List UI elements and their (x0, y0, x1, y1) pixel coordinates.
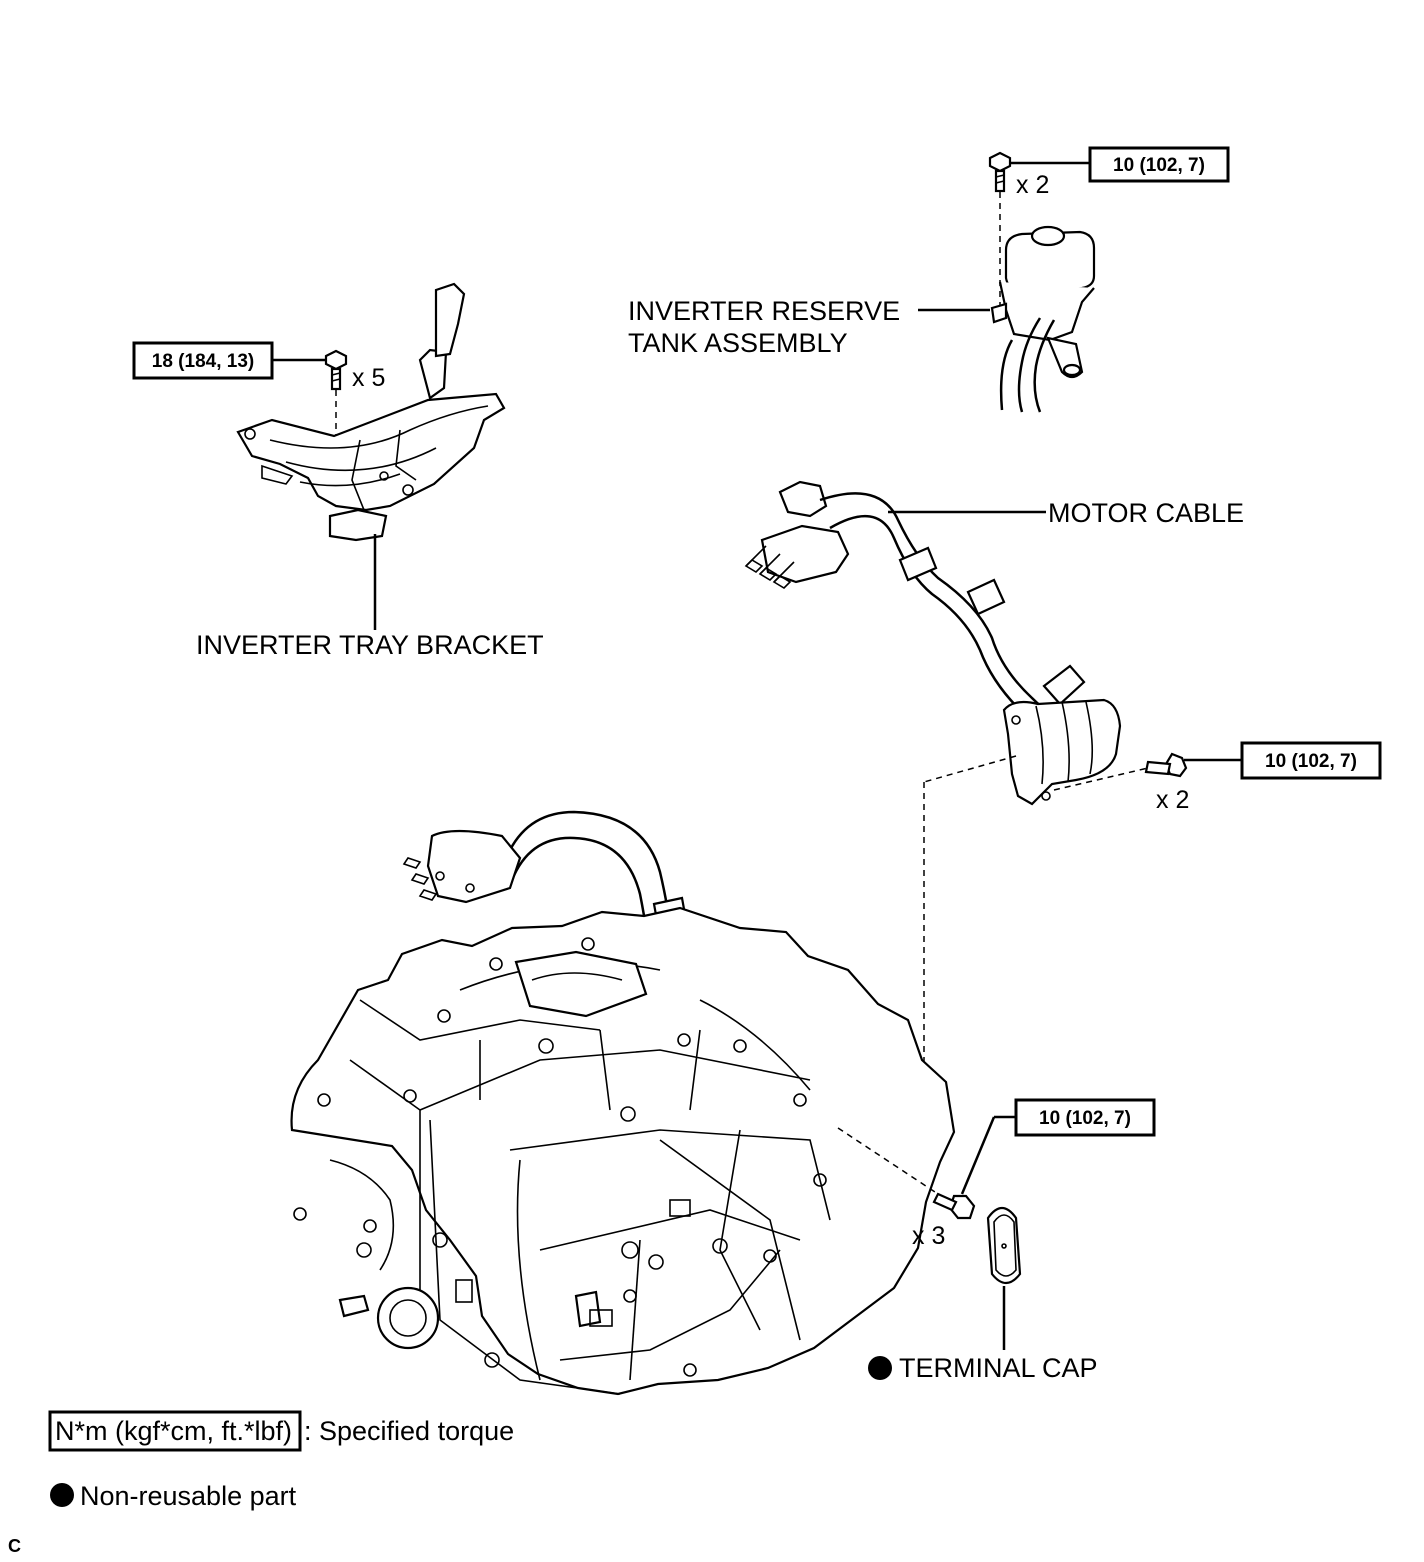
tray-bracket-drawing (236, 282, 506, 542)
motor-cable-drawing (744, 480, 1122, 806)
torque-value-motor-cable: 10 (102, 7) (1265, 751, 1357, 772)
qty-tray-bracket: x 5 (352, 364, 385, 392)
transaxle-drawing (290, 810, 956, 1396)
corner-mark: C (8, 1536, 21, 1556)
torque-value-transaxle: 10 (102, 7) (1039, 1108, 1131, 1129)
legend-torque-desc: : Specified torque (304, 1416, 514, 1446)
label-reserve-tank-line1: INVERTER RESERVE (628, 296, 900, 326)
terminal-cap-drawing (986, 1206, 1022, 1285)
torque-box-transaxle (1014, 1098, 1156, 1137)
bolt-icon (932, 1192, 976, 1220)
legend-torque-unit: N*m (kgf*cm, ft.*lbf) (55, 1416, 292, 1446)
torque-value-reserve-tank: 10 (102, 7) (1113, 155, 1205, 176)
bolt-path-motor-cable (1053, 767, 1149, 791)
torque-value-tray-bracket: 18 (184, 13) (152, 351, 254, 372)
bolt-path-transaxle (837, 1127, 939, 1195)
legend-nonreusable-desc: Non-reusable part (80, 1481, 297, 1511)
tray-bracket-group: 18 (184, 13) x 5 INVERTER TRAY BRACKET (132, 282, 544, 660)
reserve-tank-drawing (990, 225, 1096, 413)
bolt-icon (324, 349, 348, 391)
filled-circle-icon (50, 1483, 74, 1507)
mount-path-1 (923, 755, 1017, 783)
label-terminal-cap: TERMINAL CAP (899, 1353, 1098, 1383)
leader-transaxle-torque-d (960, 1116, 996, 1195)
reserve-tank-group: 10 (102, 7) x 2 INVERTER RESERVE TANK AS… (628, 146, 1230, 413)
label-motor-cable: MOTOR CABLE (1048, 498, 1244, 528)
qty-reserve-tank: x 2 (1016, 171, 1049, 199)
qty-transaxle: x 3 (912, 1222, 945, 1250)
transaxle-bolt-group: 10 (102, 7) x 3 TERMINAL CAP (837, 1098, 1156, 1383)
bolt-icon (988, 151, 1012, 193)
motor-cable-group: MOTOR CABLE 10 (102, 7) x 2 (744, 480, 1382, 1129)
torque-box-reserve-tank (1088, 146, 1230, 183)
legend: N*m (kgf*cm, ft.*lbf) : Specified torque… (48, 1410, 514, 1511)
legend-torque-box (48, 1410, 302, 1452)
label-tray-bracket: INVERTER TRAY BRACKET (196, 630, 544, 660)
qty-motor-cable: x 2 (1156, 786, 1189, 814)
bolt-icon (1144, 752, 1188, 778)
filled-circle-icon (868, 1356, 892, 1380)
label-reserve-tank-line2: TANK ASSEMBLY (628, 328, 848, 358)
